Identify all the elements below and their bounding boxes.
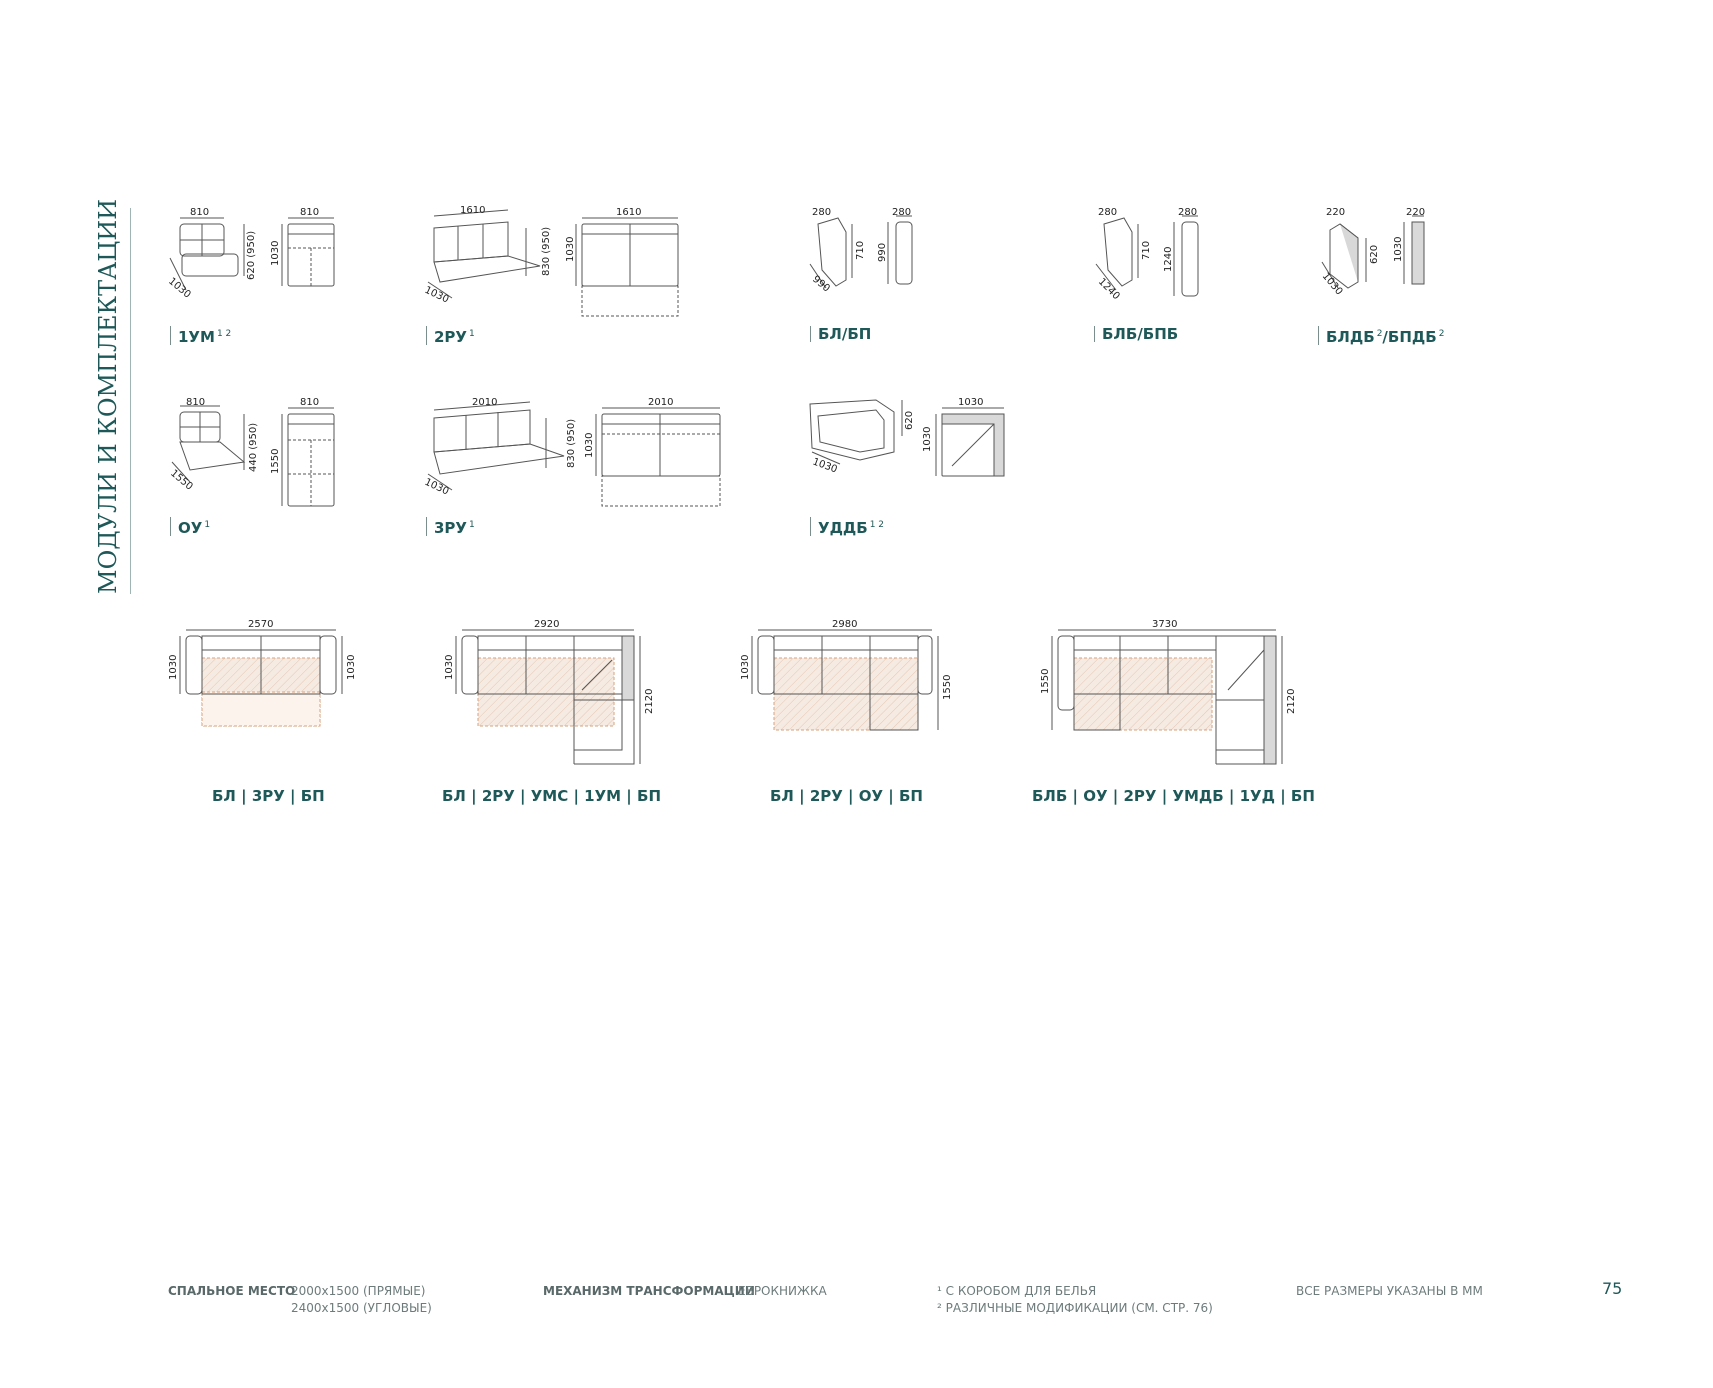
dim-label: 2980 [832, 619, 857, 630]
dim-label: 1030 [346, 655, 357, 680]
section-rule [130, 208, 131, 594]
module-2ru-drawing: 1610 1610 830 (950) 1030 1030 [423, 205, 679, 317]
dim-label: 1030 [584, 433, 595, 458]
dim-label: 220 [1326, 207, 1345, 218]
dim-label: 810 [300, 397, 319, 408]
dim-label: 2010 [472, 397, 497, 408]
dim-label: 620 [1369, 245, 1380, 264]
footer-units-note: ВСЕ РАЗМЕРЫ УКАЗАНЫ В ММ [1296, 1284, 1483, 1298]
dim-label: 1240 [1096, 276, 1122, 302]
dim-label: 2120 [644, 689, 655, 714]
dim-label: 1550 [168, 468, 195, 493]
module-bldb-drawing: 220 220 620 1030 1030 [1320, 207, 1425, 297]
dim-label: 1030 [444, 655, 455, 680]
dim-label: 1550 [1040, 669, 1051, 694]
module-3ru-drawing: 2010 2010 830 (950) 1030 1030 [423, 397, 721, 507]
module-blb-drawing: 280 280 710 1240 1240 [1095, 207, 1199, 302]
module-uddb-drawing: 1030 620 1030 1030 [809, 397, 1005, 477]
dim-label: 1610 [616, 207, 641, 218]
combo-1-drawing: 2570 1030 1030 [168, 619, 357, 727]
footer-mech-value: ЕВРОКНИЖКА [738, 1284, 827, 1298]
dim-label: 1240 [1163, 247, 1174, 272]
footer-sleep-value-1: 2000x1500 (ПРЯМЫЕ) [291, 1284, 426, 1298]
dim-label: 810 [190, 207, 209, 218]
dim-label: 620 (950) [246, 231, 257, 280]
page-number: 75 [1602, 1279, 1623, 1298]
dim-label: 2920 [534, 619, 559, 630]
combo-label-1: БЛ | 3РУ | БП [212, 787, 325, 805]
combo-label-2: БЛ | 2РУ | УМС | 1УМ | БП [442, 787, 661, 805]
dim-label: 2010 [648, 397, 673, 408]
combo-label-3: БЛ | 2РУ | ОУ | БП [770, 787, 923, 805]
dim-label: 2120 [1286, 689, 1297, 714]
footer-note-1: ¹ С КОРОБОМ ДЛЯ БЕЛЬЯ [937, 1284, 1097, 1298]
module-ou-drawing: 810 810 440 (950) 1550 1550 [168, 397, 335, 507]
dim-label: 1550 [942, 675, 953, 700]
module-1um-drawing: 810 810 620 (950) 1030 1030 [166, 207, 335, 301]
dim-label: 1030 [740, 655, 751, 680]
dim-label: 1030 [958, 397, 983, 408]
footer-mech-key: МЕХАНИЗМ ТРАНСФОРМАЦИИ [543, 1284, 755, 1298]
dim-label: 1550 [270, 449, 281, 474]
dim-label: 830 (950) [566, 419, 577, 468]
dim-label: 280 [1098, 207, 1117, 218]
dim-label: 810 [186, 397, 205, 408]
combo-2-drawing: 2920 1030 2120 [444, 619, 655, 765]
dim-label: 3730 [1152, 619, 1177, 630]
combo-4-drawing: 3730 1550 2120 [1040, 619, 1297, 765]
dim-label: 1030 [1320, 271, 1345, 298]
combo-label-4: БЛБ | ОУ | 2РУ | УМДБ | 1УД | БП [1032, 787, 1315, 805]
dim-label: 440 (950) [248, 423, 259, 472]
chair-seat [181, 253, 239, 277]
combo-3-drawing: 2980 1030 1550 [740, 619, 953, 731]
dim-label: 830 (950) [541, 227, 552, 276]
dim-label: 1030 [166, 276, 193, 301]
module-bl-drawing: 280 280 710 990 990 [809, 207, 913, 295]
dim-label: 280 [892, 207, 911, 218]
dim-label: 280 [812, 207, 831, 218]
dim-label: 1030 [922, 427, 933, 452]
dim-label: 710 [1141, 241, 1152, 260]
dim-label: 280 [1178, 207, 1197, 218]
module-label-blb: БЛБ/БПБ [1094, 326, 1178, 342]
dim-label: 620 [904, 411, 915, 430]
dim-label: 220 [1406, 207, 1425, 218]
dim-label: 2570 [248, 619, 273, 630]
dim-label: 990 [877, 243, 888, 262]
dim-label: 1030 [270, 241, 281, 266]
dim-label: 810 [300, 207, 319, 218]
module-label-bl: БЛ/БП [810, 326, 871, 342]
dim-label: 1030 [811, 456, 839, 475]
dim-label: 1030 [168, 655, 179, 680]
dim-label: 1610 [460, 205, 485, 216]
dim-label: 710 [855, 241, 866, 260]
footer-sleep-value-2: 2400x1500 (УГЛОВЫЕ) [291, 1301, 432, 1315]
dim-label: 1030 [565, 237, 576, 262]
footer-note-2: ² РАЗЛИЧНЫЕ МОДИФИКАЦИИ (СМ. СТР. 76) [937, 1301, 1213, 1315]
footer-sleep-key: СПАЛЬНОЕ МЕСТО [168, 1284, 296, 1298]
dim-label: 1030 [1393, 237, 1404, 262]
